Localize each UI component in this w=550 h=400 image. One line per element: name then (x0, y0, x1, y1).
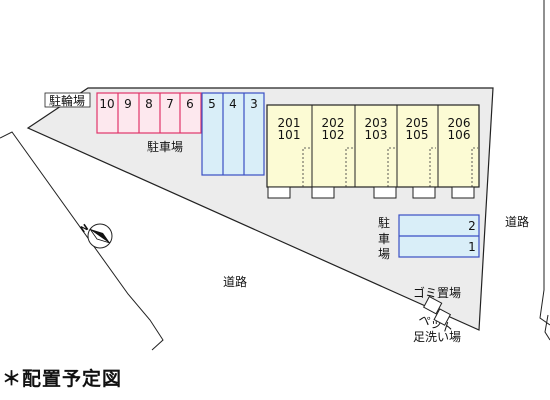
parking-label: 駐車場 (147, 139, 183, 154)
space-1: 1 (468, 240, 476, 254)
apartment-building: 201 101 202 102 203 103 205 105 206 106 (266, 104, 480, 199)
right-road-boundary (539, 0, 550, 326)
garbage-area-label: ゴミ置場 (413, 285, 461, 300)
space-4: 4 (229, 97, 237, 111)
unit-103: 103 (365, 128, 388, 142)
space-9: 9 (124, 97, 132, 111)
space-8: 8 (145, 97, 153, 111)
north-arrow-icon: N (79, 223, 113, 249)
parking-label-side-2: 車 (378, 232, 390, 246)
space-5: 5 (208, 97, 216, 111)
space-6: 6 (186, 97, 194, 111)
unit-106: 106 (448, 128, 471, 142)
blue-parking-spaces: 5 4 3 (201, 92, 265, 176)
bicycle-parking-label-box (44, 92, 91, 108)
space-7: 7 (166, 97, 174, 111)
unit-202: 202 (322, 116, 345, 130)
side-parking-spaces: 2 1 (398, 214, 480, 258)
unit-203: 203 (365, 116, 388, 130)
unit-105: 105 (406, 128, 429, 142)
foot-wash-label: 足洗い場 (413, 330, 461, 344)
unit-101: 101 (278, 128, 301, 142)
pink-parking-spaces: 10 9 8 7 6 (96, 92, 202, 134)
road-label-center: 道路 (223, 274, 247, 289)
unit-205: 205 (406, 116, 429, 130)
space-10: 10 (99, 97, 114, 111)
space-2: 2 (468, 219, 476, 233)
parking-label-side-3: 場 (378, 247, 390, 261)
unit-206: 206 (448, 116, 471, 130)
unit-201: 201 (278, 116, 301, 130)
unit-102: 102 (322, 128, 345, 142)
parking-label-side-1: 駐 (378, 215, 390, 230)
page-title: ＊配置予定図 (2, 368, 123, 390)
bicycle-parking-label: 駐輪場 (49, 93, 85, 108)
road-label-right: 道路 (505, 214, 529, 229)
garbage-pet-boxes (423, 295, 452, 326)
right-road-boundary-2 (544, 314, 550, 341)
neighbor-lot-boundary (0, 131, 164, 351)
space-3: 3 (250, 97, 258, 111)
svg-text:N: N (79, 223, 91, 236)
